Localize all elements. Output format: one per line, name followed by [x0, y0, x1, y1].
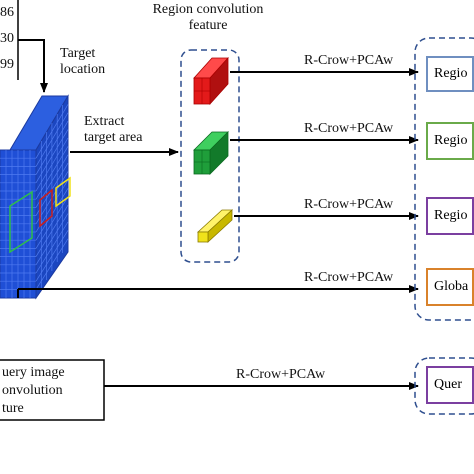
red-feature-block — [193, 56, 229, 106]
arrow-label-region2: R-Crow+PCAw — [304, 121, 394, 136]
red-target-region — [39, 188, 53, 228]
region-output-1: Regio — [426, 56, 474, 92]
arrow-label-region3: R-Crow+PCAw — [304, 197, 394, 212]
output-container — [414, 37, 474, 321]
green-target-region — [9, 190, 33, 254]
extract-label: Extract target area — [84, 114, 143, 145]
value-1: 86 — [0, 5, 14, 20]
global-output: Globa — [426, 268, 474, 306]
region-feature-label: Region convolution feature — [152, 2, 264, 33]
arrow-label-query: R-Crow+PCAw — [236, 367, 326, 382]
region-output-3: Regio — [426, 197, 474, 235]
yellow-target-region — [55, 176, 71, 208]
value-2: 30 — [0, 31, 14, 46]
query-image-box — [0, 359, 105, 421]
query-output-container — [414, 357, 474, 415]
feature-map-grid — [0, 94, 71, 300]
query-output: Quer — [426, 366, 474, 404]
region-output-2: Regio — [426, 122, 474, 160]
yellow-feature-block — [196, 209, 234, 243]
arrow-label-global: R-Crow+PCAw — [304, 270, 394, 285]
region-feature-container — [180, 49, 240, 263]
target-location-arrow — [18, 39, 48, 93]
green-feature-block — [193, 131, 229, 175]
target-location-label: Target location — [60, 46, 106, 77]
query-feature-label: uery image onvolution ture — [2, 365, 65, 416]
arrow-label-region1: R-Crow+PCAw — [304, 53, 394, 68]
top-values: 86 30 99 — [0, 0, 14, 78]
value-3: 99 — [0, 57, 14, 72]
